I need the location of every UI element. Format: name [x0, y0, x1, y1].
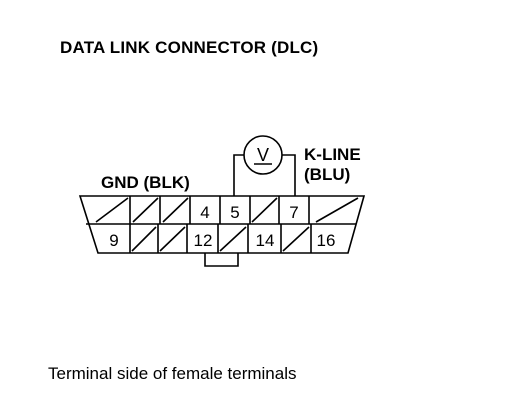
pin-label-16: 16: [317, 231, 336, 250]
wire-meter-to-pin7: [282, 154, 296, 196]
diagram-title: DATA LINK CONNECTOR (DLC): [60, 38, 319, 57]
wire-pin5-to-meter: [233, 154, 244, 196]
pin-label-5: 5: [230, 203, 239, 222]
pin-label-9: 9: [109, 231, 118, 250]
kline-label: K-LINE: [304, 145, 361, 164]
kline-color-label: (BLU): [304, 165, 350, 184]
voltmeter-symbol: V: [257, 145, 269, 165]
top-row-dividers: [129, 196, 310, 224]
voltmeter-icon: [243, 135, 283, 175]
bottom-row-unused-marks: [131, 226, 310, 252]
pin-label-14: 14: [256, 231, 275, 250]
pin-label-12: 12: [194, 231, 213, 250]
connector-outline: [78, 195, 366, 254]
top-row-unused-marks: [95, 197, 359, 223]
pin-label-7: 7: [289, 203, 298, 222]
connector-latch: [204, 253, 239, 267]
diagram-caption: Terminal side of female terminals: [48, 364, 297, 383]
bottom-row-dividers: [129, 224, 312, 253]
gnd-label: GND (BLK): [101, 173, 190, 192]
pin-label-4: 4: [200, 203, 209, 222]
